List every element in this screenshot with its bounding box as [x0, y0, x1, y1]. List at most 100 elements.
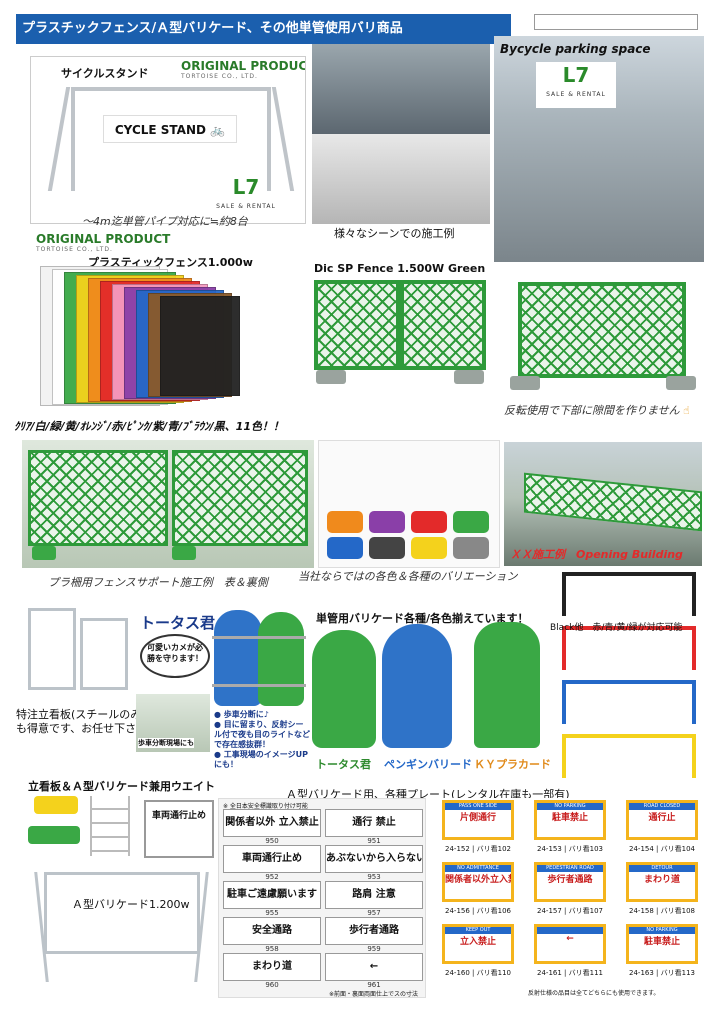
barricade-plate-item: ← 24-161 | バリ看111 [526, 924, 614, 984]
plate-number: 952 [265, 873, 279, 881]
barricade-plate-en: PASS ONE SIDE [445, 803, 511, 810]
base-variation [411, 511, 447, 533]
barricade-plate-jp: まわり道 [643, 875, 680, 885]
cycle-stand-leg [47, 87, 71, 191]
barricade-plate-jp: ← [566, 934, 574, 944]
base-variation [453, 511, 489, 533]
plate-text: 車両通行止め [223, 845, 321, 873]
original-product-text-2: ORIGINAL PRODUCT [36, 232, 171, 246]
variation-photo [318, 440, 500, 568]
opening-building-photo: ＸＸ施工例 Opening Building [504, 442, 702, 566]
totas-site-photo: 歩車分断現場にも [136, 694, 210, 752]
barricade-plate-jp: 立入禁止 [459, 937, 496, 947]
fence-support-caption: プラ柵用フェンスサポート施工例 表＆裏側 [48, 576, 268, 589]
plate-text: 路肩 注意 [325, 881, 423, 909]
totas-bullet-3: ● 工事現場のイメージUPにも！ [214, 750, 308, 769]
cycle-scene-caption: 様々なシーンでの施工例 [334, 227, 455, 240]
dic-fence-base [454, 370, 484, 384]
black-stand-caption: Black他 赤/青/黄/緑が対応可能 [550, 623, 683, 633]
signboard-caption-line1: 特注立看板(スチールのみ) [16, 708, 146, 721]
bicycle-parking-photo: Bycycle parking space L7 SALE & RENTAL [494, 36, 704, 262]
barricade-plate-board: ← [534, 924, 606, 964]
support-base [32, 546, 56, 560]
barricade-plate-code: 24-152 | バリ看102 [445, 845, 511, 853]
l7-logo-sub: SALE & RENTAL [216, 203, 276, 210]
plate-number: 961 [367, 981, 381, 989]
barricade-plate-item: NO ADMITTANCE関係者以外立入禁止24-156 | バリ看106 [434, 862, 522, 922]
support-base [172, 546, 196, 560]
cycle-stand-caption: ～4m迄単管パイプ対応に≒約8台 [82, 215, 248, 228]
cycle-scene-photo-1 [312, 44, 490, 134]
original-product-logo-2: ORIGINAL PRODUCT TORTOISE CO., LTD. [36, 232, 170, 253]
barricade-name-turtle: トータス君 [316, 758, 371, 771]
totas-bullet-2: ● 目に留まり、反射シール付で夜も目のライトなどで存在感抜群！ [214, 720, 310, 749]
totas-bullets: ● 歩車分断に♪ ● 目に留まり、反射シール付で夜も目のライトなどで存在感抜群！… [214, 710, 310, 770]
plate-item: ←961 [325, 953, 423, 989]
dic-fence-base [316, 370, 346, 384]
opening-building-fence [524, 472, 702, 532]
colored-stand [562, 734, 696, 778]
l7-logo-parking: L7 SALE & RENTAL [536, 62, 616, 108]
barricade-plate-jp: 歩行者通路 [547, 875, 593, 885]
plastic-fence-colors-caption: ｸﾘｱ/白/緑/黄/ｵﾚﾝｼﾞ/赤/ﾋﾟﾝｸ/紫/青/ﾌﾞﾗｳﾝ/黒、11色！！ [14, 420, 284, 433]
plate-number: 951 [367, 837, 381, 845]
plate-number: 953 [367, 873, 381, 881]
barricade-plate-jp: 駐車禁止 [551, 813, 588, 823]
barricade-plate-code: 24-163 | バリ看113 [629, 969, 695, 977]
colored-stand [562, 680, 696, 724]
support-fence-panel [172, 450, 308, 546]
dic-fence-panel-reverse [518, 282, 686, 378]
plate-number: 959 [367, 945, 381, 953]
dic-fence-base [666, 376, 696, 390]
weight-yellow [34, 796, 78, 814]
totas-pipe [212, 684, 306, 687]
cycle-stand-leg [271, 87, 295, 191]
barricade-plate-code: 24-153 | バリ看103 [537, 845, 603, 853]
opening-building-caption: ＸＸ施工例 Opening Building [510, 548, 683, 561]
plate-text: 安全通路 [223, 917, 321, 945]
barricade-turtle-green [312, 630, 376, 748]
bicycle-parking-title: Bycycle parking space [500, 42, 651, 56]
barricade-plate-en: NO ADMITTANCE [445, 865, 511, 872]
dic-fence-reverse-text: 反転使用で下部に隙間を作りません [504, 404, 680, 417]
weight-signboard-text: 車両通行止め [150, 808, 208, 821]
page-title: プラスチックフェンス/Ａ型バリケード、その他単管使用バリ商品 [16, 14, 511, 44]
base-variation [453, 537, 489, 559]
plate-text: ← [325, 953, 423, 981]
totas-bubble-text: 可愛いカメが必勝を守ります！ [147, 643, 203, 663]
totas-turtle-blue [214, 610, 262, 706]
signboard-2 [80, 618, 128, 690]
barricade-plates-footnote: 反射仕様の品目は全てどちらにも使用できます。 [528, 990, 660, 997]
signboard-caption-line2: も得意です、お任せ下さい [16, 722, 148, 735]
barricades-title: 単管用バリケード各種/各色揃えています！ [316, 612, 529, 625]
barricade-plate-en: KEEP OUT [445, 927, 511, 934]
barricade-plate-code: 24-161 | バリ看111 [537, 969, 603, 977]
pointing-hand-icon: ☝ [683, 404, 690, 417]
original-product-sub-2: TORTOISE CO., LTD. [36, 246, 113, 253]
cycle-stand-title: サイクルスタンド [61, 67, 149, 80]
totas-bullet-1: ● 歩車分断に♪ [214, 710, 269, 719]
plate-text: あぶないから入らないで下さい [325, 845, 423, 873]
original-product-sub: TORTOISE CO., LTD. [181, 73, 258, 80]
weight-signboard: 車両通行止め [144, 800, 214, 858]
plastic-fence-title: プラスティックフェンス1.000w [88, 256, 253, 269]
dic-fence-title: Dic SP Fence 1.500W Green [314, 262, 486, 275]
plate-text: 通行 禁止 [325, 809, 423, 837]
totas-pipe [212, 636, 306, 639]
plate-number: 960 [265, 981, 279, 989]
dic-fence-photo-2 [508, 268, 698, 396]
plastic-fence-stack [40, 266, 294, 416]
